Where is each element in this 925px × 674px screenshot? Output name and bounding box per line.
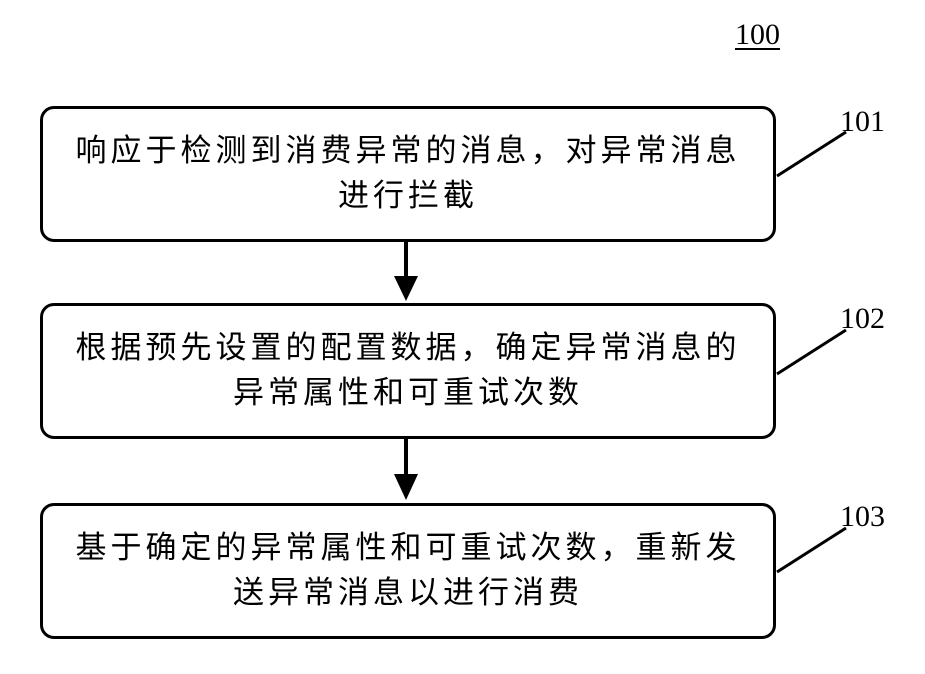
leader-line-101 — [777, 132, 846, 176]
arrow-102-to-103 — [394, 439, 418, 500]
arrow-101-to-102 — [394, 242, 418, 301]
leader-line-102 — [777, 330, 846, 374]
leader-line-103 — [777, 528, 846, 572]
